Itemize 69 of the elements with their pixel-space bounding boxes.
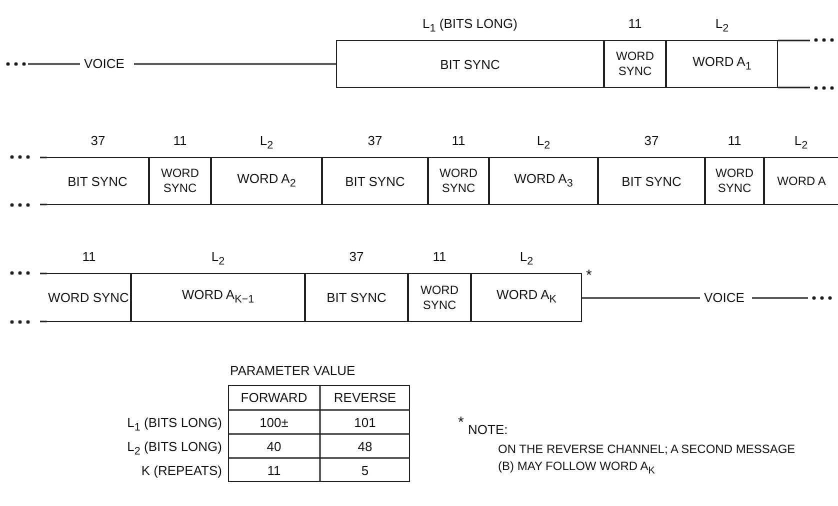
frame-field [211,157,322,205]
frame-field [408,273,471,322]
frame-field [598,157,705,205]
field-name: BIT SYNC [345,174,405,188]
note-heading: NOTE: [468,422,508,437]
frame-field [322,157,428,205]
field-name: WORD A$_{K}$ [496,287,556,308]
row-header: K (REPEATS) [141,463,222,478]
footnote-mark: * [458,414,464,431]
bit-length: 11 [628,16,642,31]
bit-length: 37 [349,249,364,264]
bit-length: L$_{2}$ [715,16,729,35]
field-name: BIT SYNC [326,290,386,305]
column-header: REVERSE [332,389,398,407]
field-name: WORD SYNC [714,166,754,196]
field-name: BIT SYNC [622,174,682,188]
field-name: WORD A$_{2}$ [237,170,296,192]
table-cell-text: 40 [266,438,282,456]
field-name: BIT SYNC [68,174,128,188]
frame-field [336,40,604,88]
frame-field [604,40,666,88]
field-name: WORD SYNC [160,166,200,196]
frame-field [705,157,764,205]
bit-length: L$_{2}$ [536,133,550,152]
row-header: L$_{1}$ (BITS LONG) [127,415,222,434]
table-cell-text: 11 [266,462,282,480]
table-cell-text: 5 [360,462,370,480]
frame-field [47,273,131,322]
bit-length: 11 [432,249,446,264]
bit-length: 37 [90,133,106,148]
frame-field [489,157,598,205]
table-cell-text: 100± [258,414,290,432]
field-name: WORD SYNC [420,282,460,312]
field-name: WORD A$_{3}$ [514,170,573,192]
column-header: FORWARD [240,389,308,407]
field-name: WORD A$_{K−1}$ [182,287,254,308]
field-name: WORD SYNC [48,290,129,305]
bit-length: 37 [368,133,382,148]
bit-length: L$_{2}$ [211,249,225,268]
bit-length: 11 [173,133,187,148]
bit-length: L$_{2}$ [260,133,274,152]
field-name: WORD A$_{1}$ [692,54,752,74]
frame-field [764,157,838,205]
frame-field [305,273,408,322]
bit-length: L$_{2}$ [794,133,808,152]
field-name: WORD SYNC [438,166,478,196]
frame-field [47,157,149,205]
bit-length: 11 [728,133,742,148]
footnote-mark: * [586,267,592,284]
bit-length: 11 [82,249,96,264]
frame-field [428,157,489,205]
table-cell-text: 101 [353,414,377,432]
table-title: PARAMETER VALUE [230,363,356,378]
voice-label: VOICE [704,290,744,305]
frame-field [149,157,211,205]
voice-label: VOICE [84,56,124,71]
field-name: WORD A [777,174,826,188]
field-name: BIT SYNC [440,56,500,72]
table-cell-text: 48 [356,438,374,456]
bit-length: 11 [452,133,466,148]
row-header: L$_{2}$ (BITS LONG) [127,439,222,458]
frame-field [666,40,778,88]
note-text: ON THE REVERSE CHANNEL; A SECOND MESSAGE (B) MAY FOLLOW WORD A$_{K}$ [498,441,796,478]
frame-field [471,273,582,322]
bit-length: L$_{1}$ (BITS LONG) [422,16,518,35]
field-name: WORD SYNC [615,49,655,79]
frame-field [131,273,305,322]
bit-length: 37 [644,133,659,148]
bit-length: L$_{2}$ [520,249,534,268]
